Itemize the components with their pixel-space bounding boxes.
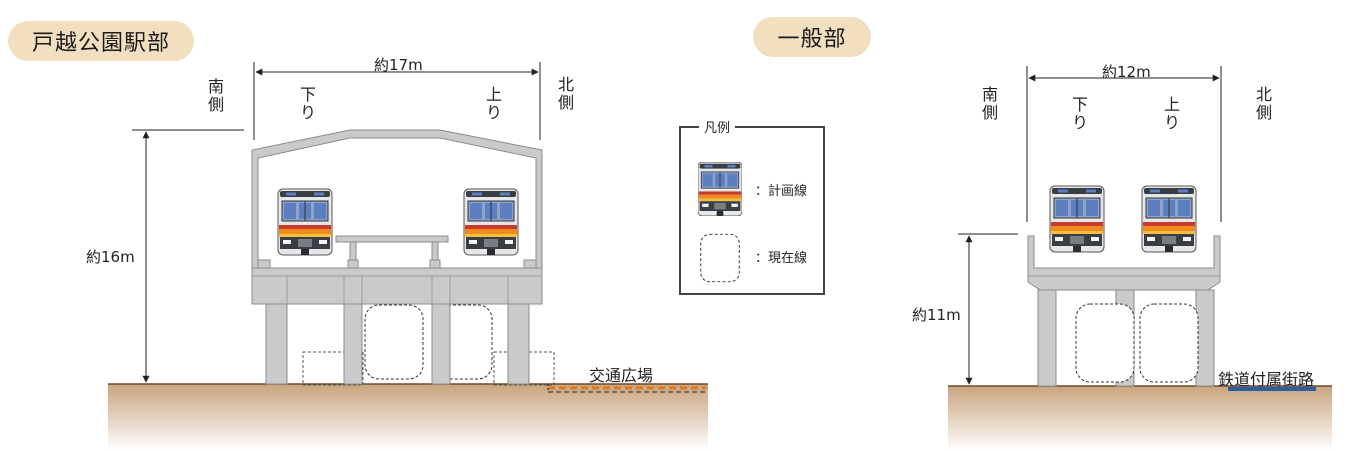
current-train-right-2 (1139, 303, 1199, 383)
legend-title: 凡例 (699, 117, 736, 136)
toda-section (108, 62, 708, 451)
down-track-label-right: 下り (1071, 95, 1088, 132)
width-label-left: 約17m (374, 56, 423, 74)
legend-planned-label: ：計画線 (755, 184, 808, 199)
legend-current-train-icon (700, 233, 740, 283)
south-side-label-right: 南側 (981, 85, 998, 122)
south-side-label-left: 南側 (207, 77, 224, 114)
general-section-title: 一般部 (753, 17, 871, 57)
up-track-label-right: 上り (1163, 95, 1180, 132)
current-train-right-1 (1075, 303, 1135, 383)
legend-planned-train-icon (698, 162, 742, 216)
down-track-label-left: 下り (299, 85, 316, 122)
planned-train-right-up (1141, 185, 1197, 253)
north-side-label-left: 北側 (557, 75, 574, 112)
width-label-right: 約12m (1102, 63, 1151, 81)
height-label-left: 約16m (86, 248, 135, 266)
plaza-label: 交通広場 (589, 366, 654, 385)
general-section (948, 66, 1332, 451)
planned-train-left-up (463, 188, 519, 256)
road-label: 鉄道付属街路 (1218, 370, 1315, 389)
height-label-right: 約11m (912, 306, 961, 324)
current-train-left-1 (364, 304, 424, 380)
toda-section-title: 戸越公園駅部 (8, 21, 194, 61)
planned-train-right-down (1049, 185, 1105, 253)
legend-box: 凡例 ：計画線 ：現在線 (679, 117, 825, 295)
north-side-label-right: 北側 (1255, 85, 1272, 122)
legend-current-label: ：現在線 (755, 251, 808, 266)
planned-train-left-down (277, 188, 333, 256)
ground-right (948, 386, 1332, 451)
up-track-label-left: 上り (485, 85, 502, 122)
ground-left (108, 384, 708, 451)
